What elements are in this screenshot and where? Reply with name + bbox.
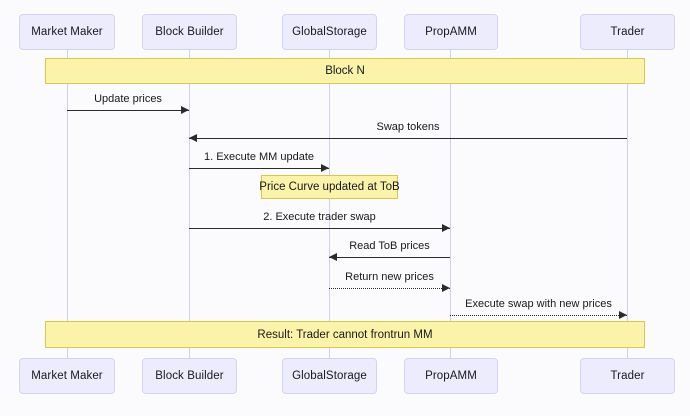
actor-box-block-builder-top[interactable]: Block Builder bbox=[142, 14, 237, 50]
message-label-msg-update-prices: Update prices bbox=[94, 93, 162, 105]
message-line-msg-swap-tokens bbox=[189, 138, 627, 139]
actor-label: PropAMM bbox=[425, 370, 477, 382]
actor-box-block-builder-bottom[interactable]: Block Builder bbox=[142, 358, 237, 394]
arrowhead-msg-return-prices bbox=[442, 284, 450, 292]
message-label-msg-execute-mm: 1. Execute MM update bbox=[203, 151, 315, 163]
actor-box-propamm-bottom[interactable]: PropAMM bbox=[404, 358, 498, 394]
actor-label: Block Builder bbox=[155, 26, 224, 38]
actor-label: Trader bbox=[610, 26, 645, 38]
note-price-curve-note: Price Curve updated at ToB bbox=[259, 175, 400, 199]
message-line-msg-update-prices bbox=[67, 110, 189, 111]
actor-label: Market Maker bbox=[31, 370, 103, 382]
message-line-msg-execute-new bbox=[450, 315, 627, 316]
actor-label: GlobalStorage bbox=[292, 370, 367, 382]
lifeline-globalstorage bbox=[329, 50, 330, 358]
actor-label: GlobalStorage bbox=[292, 26, 367, 38]
arrowhead-msg-swap-tokens bbox=[189, 134, 197, 142]
message-label-msg-return-prices: Return new prices bbox=[345, 271, 434, 283]
actor-box-globalstorage-top[interactable]: GlobalStorage bbox=[282, 14, 377, 50]
message-label-msg-swap-tokens: Swap tokens bbox=[376, 121, 440, 133]
arrowhead-msg-execute-swap bbox=[442, 224, 450, 232]
message-line-msg-execute-mm bbox=[189, 168, 329, 169]
actor-label: PropAMM bbox=[425, 26, 477, 38]
lifeline-market-maker bbox=[67, 50, 68, 358]
note-label: Price Curve updated at ToB bbox=[259, 181, 400, 193]
banner-result: Result: Trader cannot frontrun MM bbox=[45, 321, 645, 348]
lifeline-block-builder bbox=[189, 50, 190, 358]
message-line-msg-read-tob bbox=[329, 257, 450, 258]
actor-label: Trader bbox=[610, 370, 645, 382]
arrowhead-msg-update-prices bbox=[181, 106, 189, 114]
message-label-msg-execute-new: Execute swap with new prices bbox=[465, 298, 612, 310]
actor-box-propamm-top[interactable]: PropAMM bbox=[404, 14, 498, 50]
arrowhead-msg-execute-new bbox=[619, 311, 627, 319]
message-line-msg-execute-swap bbox=[189, 228, 450, 229]
message-line-msg-return-prices bbox=[329, 288, 450, 289]
actor-box-trader-bottom[interactable]: Trader bbox=[580, 358, 675, 394]
banner-block-n: Block N bbox=[45, 58, 645, 84]
message-label-msg-execute-swap: 2. Execute trader swap bbox=[263, 211, 376, 223]
actor-label: Block Builder bbox=[155, 370, 224, 382]
message-label-msg-read-tob: Read ToB prices bbox=[349, 240, 430, 252]
actor-box-globalstorage-bottom[interactable]: GlobalStorage bbox=[282, 358, 377, 394]
banner-label: Result: Trader cannot frontrun MM bbox=[257, 328, 433, 341]
actor-box-market-maker-top[interactable]: Market Maker bbox=[19, 14, 115, 50]
lifeline-propamm bbox=[450, 50, 451, 358]
banner-label: Block N bbox=[325, 65, 365, 77]
actor-label: Market Maker bbox=[31, 26, 103, 38]
arrowhead-msg-read-tob bbox=[329, 253, 337, 261]
actor-box-trader-top[interactable]: Trader bbox=[580, 14, 675, 50]
actor-box-market-maker-bottom[interactable]: Market Maker bbox=[19, 358, 115, 394]
lifeline-trader bbox=[627, 50, 628, 358]
arrowhead-msg-execute-mm bbox=[321, 164, 329, 172]
